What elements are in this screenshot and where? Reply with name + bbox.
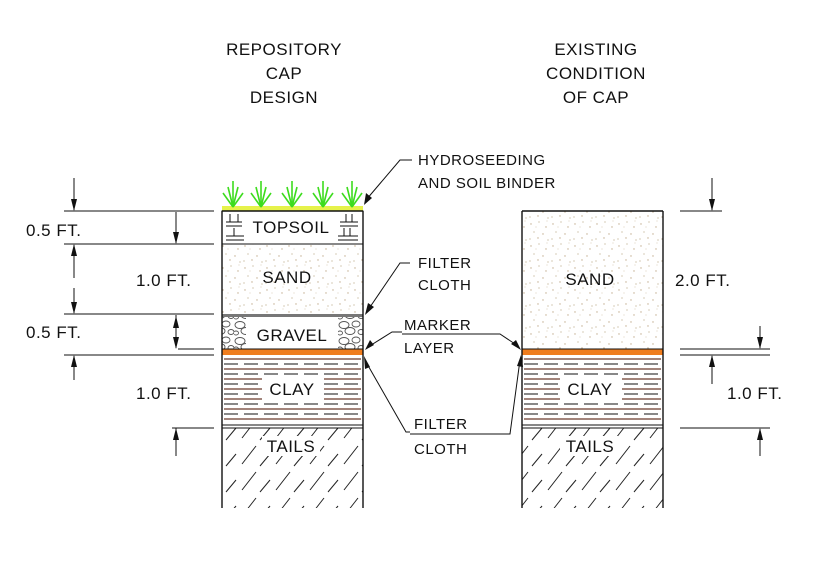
- arrow-up-icon: [71, 244, 77, 256]
- sand-label-right: SAND: [565, 270, 614, 289]
- seed-soil-strip: [222, 206, 363, 211]
- dim-sand-left: 1.0 FT.: [136, 271, 191, 290]
- leader-arrow-icon: [365, 340, 374, 350]
- clay-layer-right: CLAY: [522, 355, 663, 425]
- title-left: REPOSITORY CAP DESIGN: [226, 40, 342, 107]
- callout-filter-cloth-lower-line-2: CLOTH: [414, 441, 467, 458]
- dim-clay-left: 1.0 FT.: [136, 384, 191, 403]
- title-left-line-2: CAP: [266, 64, 302, 83]
- marker-layer-right: [522, 349, 663, 355]
- topsoil-layer: TOPSOIL: [221, 210, 364, 245]
- clay-label-right: CLAY: [567, 380, 612, 399]
- dim-topsoil: 0.5 FT.: [26, 221, 81, 240]
- clay-layer-left: CLAY: [222, 355, 363, 425]
- arrow-down-icon: [709, 199, 715, 211]
- title-right: EXISTING CONDITION OF CAP: [546, 40, 646, 107]
- callout-filter-cloth-upper-line-2: CLOTH: [418, 277, 471, 294]
- topsoil-label: TOPSOIL: [253, 218, 330, 237]
- leader-arrow-icon: [364, 193, 372, 205]
- callout-filter-cloth-upper-line-1: FILTER: [418, 255, 472, 272]
- callout-marker-layer-line-2: LAYER: [404, 340, 455, 357]
- title-right-line-3: OF CAP: [563, 88, 629, 107]
- arrow-up-icon: [709, 355, 715, 367]
- callout-marker-layer-line-1: MARKER: [404, 317, 471, 334]
- arrow-down-icon: [173, 337, 179, 349]
- title-left-line-1: REPOSITORY: [226, 40, 342, 59]
- dim-gravel: 0.5 FT.: [26, 323, 81, 342]
- dim-sand-right: 2.0 FT.: [675, 271, 730, 290]
- callout-hydroseeding-line-2: AND SOIL BINDER: [418, 175, 556, 192]
- hydroseeding-grass-icon: [222, 181, 363, 208]
- callout-hydroseeding: HYDROSEEDING AND SOIL BINDER: [364, 152, 556, 205]
- arrow-up-icon: [173, 428, 179, 440]
- sand-label-left: SAND: [262, 268, 311, 287]
- left-dimensions: 0.5 FT. 1.0 FT. 0.5 FT. 1.0 FT.: [26, 178, 214, 456]
- filter-cloth-upper: [222, 314, 363, 317]
- right-dimensions: 2.0 FT. 1.0 FT.: [675, 178, 782, 456]
- gravel-label: GRAVEL: [257, 326, 328, 345]
- leader-arrow-icon: [364, 356, 370, 369]
- tails-layer-right: TAILS: [522, 428, 663, 508]
- tails-label-left: TAILS: [267, 437, 315, 456]
- arrow-up-icon: [173, 316, 179, 328]
- gravel-layer: GRAVEL: [222, 317, 363, 349]
- callout-filter-cloth-lower: FILTER CLOTH: [364, 355, 523, 458]
- left-column: TOPSOIL SAND GRAVEL CLAY: [221, 181, 364, 508]
- sand-layer-left: SAND: [222, 244, 363, 314]
- leader-arrow-icon: [511, 340, 521, 350]
- tails-layer-left: TAILS: [222, 428, 363, 508]
- arrow-down-icon: [71, 302, 77, 314]
- tails-label-right: TAILS: [566, 437, 614, 456]
- title-left-line-3: DESIGN: [250, 88, 318, 107]
- arrow-down-icon: [757, 337, 763, 349]
- arrow-down-icon: [71, 199, 77, 211]
- arrow-down-icon: [173, 232, 179, 244]
- title-right-line-2: CONDITION: [546, 64, 646, 83]
- leader-arrow-icon: [517, 355, 523, 367]
- dim-clay-right: 1.0 FT.: [727, 384, 782, 403]
- clay-label-left: CLAY: [269, 380, 314, 399]
- leader-arrow-icon: [365, 303, 374, 315]
- arrow-up-icon: [71, 355, 77, 367]
- sand-layer-right: SAND: [522, 211, 663, 349]
- callout-filter-cloth-lower-line-1: FILTER: [414, 416, 468, 433]
- callout-marker-layer: MARKER LAYER: [365, 317, 521, 357]
- right-column: SAND CLAY TAILS: [521, 210, 664, 508]
- callout-filter-cloth-upper: FILTER CLOTH: [365, 255, 472, 315]
- callout-hydroseeding-line-1: HYDROSEEDING: [418, 152, 546, 169]
- marker-layer-left: [222, 349, 363, 355]
- arrow-up-icon: [757, 428, 763, 440]
- title-right-line-1: EXISTING: [554, 40, 637, 59]
